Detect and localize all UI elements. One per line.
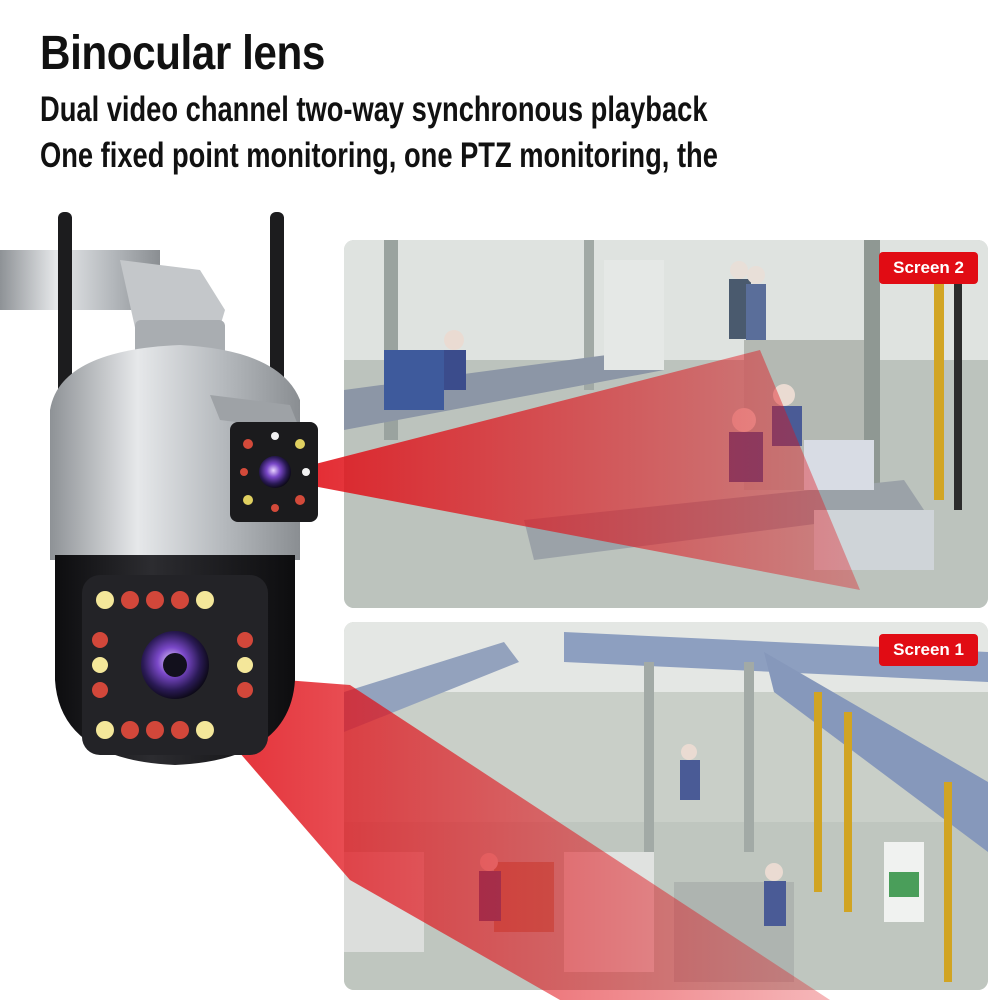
ptz-lens-panel bbox=[82, 575, 268, 755]
screen-1-badge: Screen 1 bbox=[879, 634, 978, 666]
screen-2-badge: Screen 2 bbox=[879, 252, 978, 284]
subheadline-1: Dual video channel two-way synchronous p… bbox=[40, 90, 708, 129]
factory-scene-bottom bbox=[344, 622, 988, 990]
headline: Binocular lens bbox=[40, 27, 325, 80]
subheadline-2: One fixed point monitoring, one PTZ moni… bbox=[40, 136, 718, 175]
fixed-lens-housing bbox=[210, 395, 318, 522]
wall-mount bbox=[0, 250, 225, 360]
fixed-lens-icon bbox=[259, 456, 291, 488]
factory-scene-top bbox=[344, 240, 988, 608]
screen-1-feed: Screen 1 bbox=[344, 622, 988, 990]
dual-lens-camera bbox=[0, 212, 318, 765]
screen-2-feed: Screen 2 bbox=[344, 240, 988, 608]
